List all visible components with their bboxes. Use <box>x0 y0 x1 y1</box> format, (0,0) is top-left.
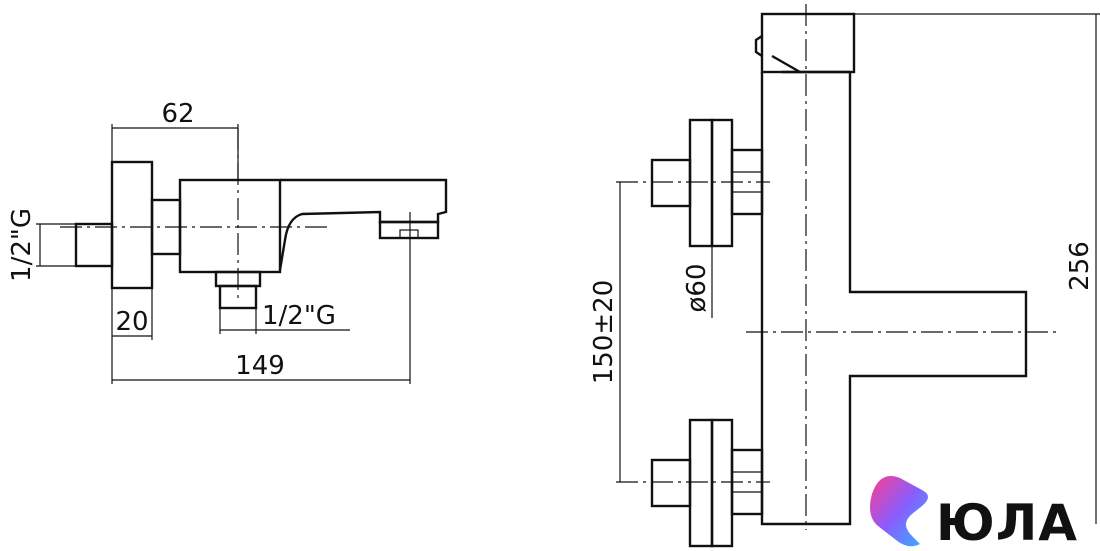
top-handle <box>760 12 856 74</box>
handle-lip <box>754 35 763 57</box>
upper-nut <box>730 148 764 216</box>
logo: ЮЛА <box>870 476 1078 551</box>
dim-149-label: 149 <box>235 351 285 381</box>
dim-62-label: 62 <box>161 99 194 129</box>
dim-outlet-thread-label: 1/2"G <box>262 301 336 331</box>
lower-nut <box>730 448 764 516</box>
dim-inlet-spacing-label: 150±20 <box>589 280 619 385</box>
wall-flange <box>110 160 154 290</box>
upper-flange-outer <box>688 118 714 248</box>
upper-inlet-stub <box>650 158 692 208</box>
aerator-inner <box>399 229 419 239</box>
dim-flange-diameter-label: ø60 <box>682 264 712 313</box>
mixer-body <box>178 178 282 274</box>
logo-text: ЮЛА <box>936 494 1078 551</box>
lower-flange-inner <box>710 418 734 548</box>
inlet-stub <box>74 222 114 268</box>
handle-joint-left <box>771 54 801 74</box>
outlet-connector <box>218 284 258 310</box>
lower-inlet-stub <box>650 458 692 508</box>
dim-256-label: 256 <box>1065 241 1095 291</box>
front-view: 150±20 ø60 256 <box>589 4 1100 548</box>
spout <box>278 178 448 271</box>
top-view: 62 1/2"G 20 1/2"G 149 <box>7 99 448 384</box>
lower-flange-outer <box>688 418 714 548</box>
mixer-body-front <box>760 72 1028 526</box>
dim-20-label: 20 <box>115 307 148 337</box>
upper-flange-inner <box>710 118 734 248</box>
dim-inlet-thread-label: 1/2"G <box>7 208 37 282</box>
logo-mark-icon <box>870 476 928 547</box>
